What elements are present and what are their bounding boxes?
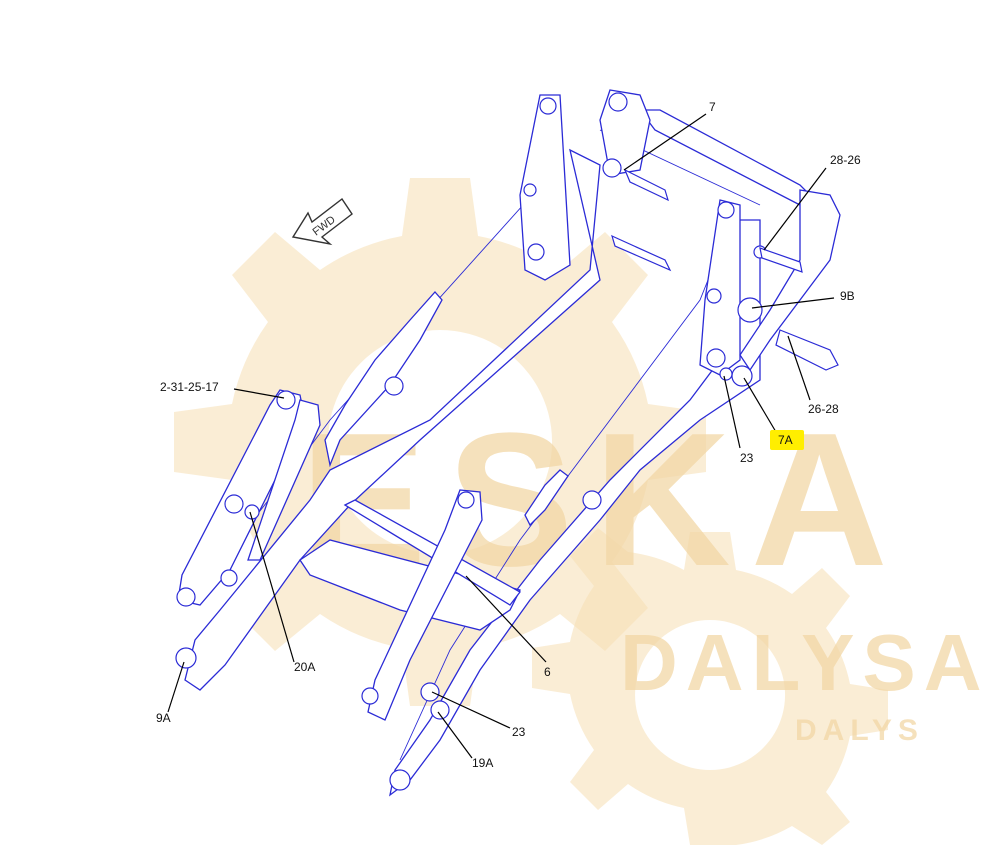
watermark-overlay-text: DALYSA <box>620 618 990 707</box>
pin-bottom-end <box>389 769 411 791</box>
callout-28-26: 28-26 <box>830 153 861 167</box>
leader-23-top <box>723 375 741 449</box>
link-pin-center-top <box>457 491 475 509</box>
leader-9B <box>751 297 835 309</box>
link-pin-right-3 <box>706 348 726 368</box>
gear-19A <box>430 700 450 720</box>
link-pin-top-mid <box>608 92 628 112</box>
top-cross-bar <box>638 109 817 206</box>
leader-9A <box>167 661 185 713</box>
callout-7A: 7A <box>778 433 793 447</box>
link-pin-center-low <box>361 687 379 705</box>
leader-20A <box>249 511 295 663</box>
left-lower-link-inner <box>247 399 321 561</box>
link-pin-top-left-2 <box>523 183 537 197</box>
leader-23-bottom <box>431 691 511 729</box>
right-arm-plate <box>524 469 569 527</box>
bolt-28-26-shaft <box>759 247 803 273</box>
callout-6: 6 <box>544 665 551 679</box>
leader-6 <box>465 575 547 663</box>
top-mid-link <box>599 89 651 176</box>
top-left-link <box>519 94 571 281</box>
pivot-pin-right-arm <box>582 490 602 510</box>
link-pin-top-left-3 <box>527 243 545 261</box>
cross-tube <box>299 539 521 631</box>
pin-26-28 <box>775 329 839 371</box>
pin-9A <box>175 647 197 669</box>
pivot-pin-left-arm <box>384 376 404 396</box>
leader-19A <box>437 711 473 759</box>
leader-7A <box>743 377 777 433</box>
loader-arm-assembly <box>175 89 841 797</box>
fwd-arrow-icon <box>291 197 353 246</box>
callout-19A: 19A <box>472 756 493 770</box>
callout-9A: 9A <box>156 711 171 725</box>
bushing-23-top <box>719 367 733 381</box>
link-pin-top-left-1 <box>539 97 557 115</box>
right-upright-link <box>699 199 741 376</box>
link-pin-left-low <box>220 569 238 587</box>
link-pin-right-1 <box>717 201 735 219</box>
pin-2-31-25-17 <box>276 390 296 410</box>
link-pin-right-2 <box>706 288 722 304</box>
callout-2-31-25-17: 2-31-25-17 <box>160 380 219 394</box>
leader-7 <box>623 113 707 171</box>
watermark-gear-right <box>532 528 888 845</box>
leader-28-26 <box>763 167 827 251</box>
link-pin-left-bottom <box>176 587 196 607</box>
loose-pin-lower <box>611 234 672 272</box>
pin-23-bottom <box>420 682 440 702</box>
leader-lines <box>167 113 835 759</box>
watermark-gear-left <box>174 178 706 706</box>
left-arm-plate <box>324 291 443 468</box>
gear-9B <box>737 297 763 323</box>
callout-26-28: 26-28 <box>808 402 839 416</box>
callout-7A-highlight <box>770 430 804 450</box>
callout-23-bottom: 23 <box>512 725 526 739</box>
callout-9B: 9B <box>840 289 855 303</box>
callout-20A: 20A <box>294 660 315 674</box>
callout-7: 7 <box>709 100 716 114</box>
center-lower-link <box>367 489 483 721</box>
leader-2-31-25-17 <box>233 388 285 399</box>
loose-pin-upper <box>623 168 669 202</box>
fwd-direction-arrow: FWD <box>291 197 353 246</box>
leader-26-28 <box>787 335 811 401</box>
link-pin-7 <box>602 158 622 178</box>
link-pin-left-mid <box>224 494 244 514</box>
callout-labels: 7 28-26 9B 26-28 7A 23 2-31-25-17 20A 9A… <box>156 100 861 770</box>
watermark-secondary-text: DALYS <box>795 714 924 747</box>
bushing-7A <box>731 365 753 387</box>
right-cylinder-block <box>739 189 841 372</box>
watermark: ESKA DALYSA DALYS <box>174 178 990 845</box>
callout-23-top: 23 <box>740 451 754 465</box>
